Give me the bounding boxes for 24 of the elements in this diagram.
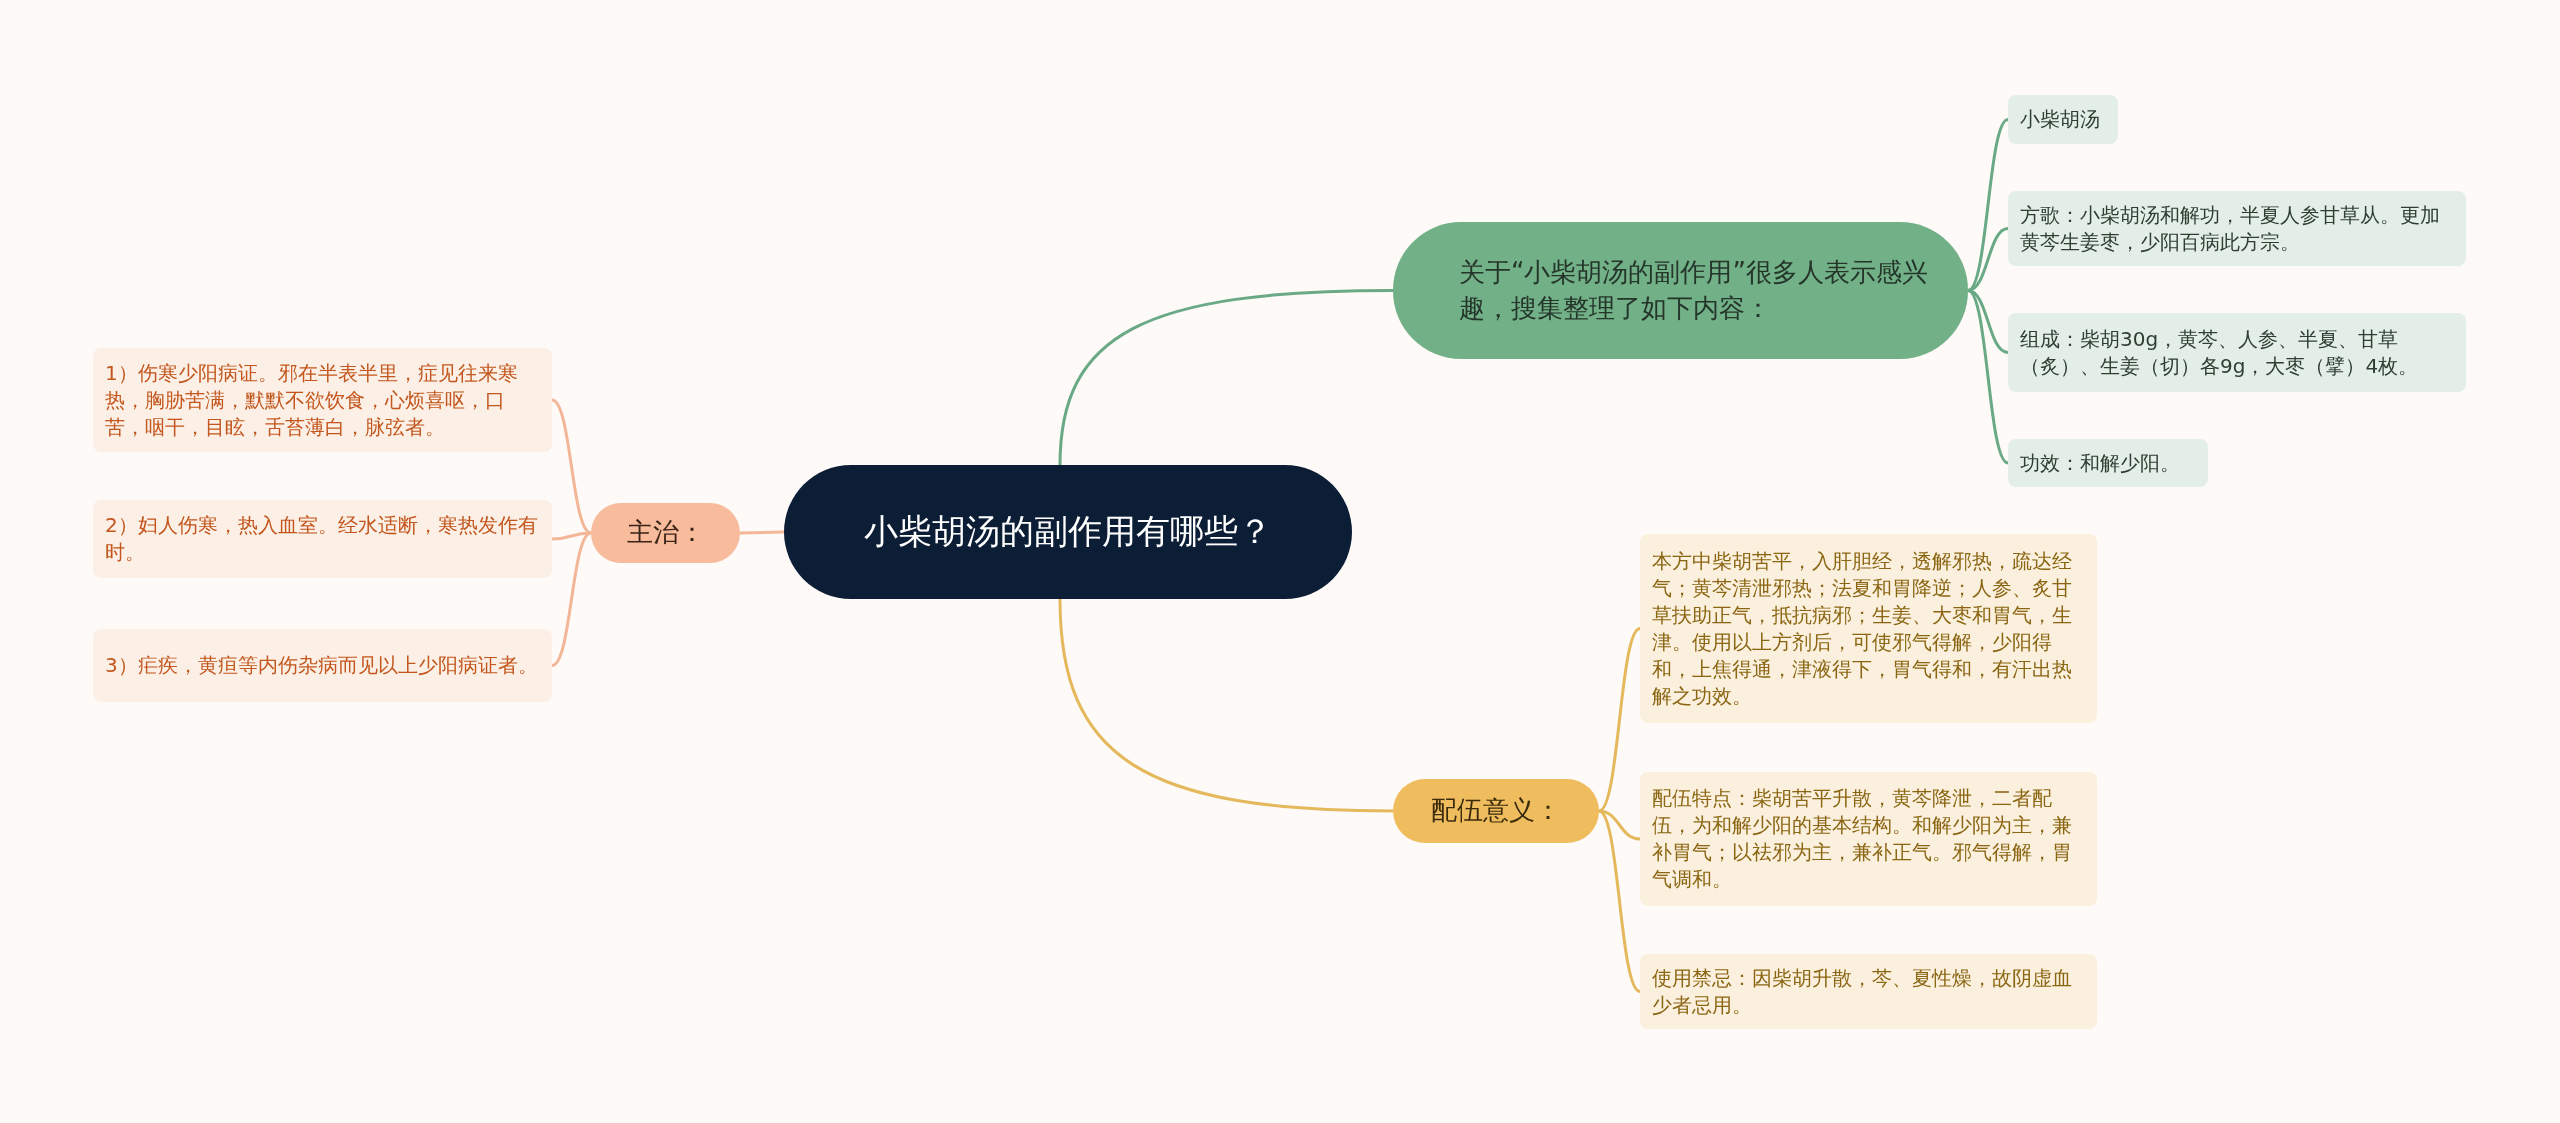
connector-line bbox=[1967, 118, 2009, 292]
connector-line bbox=[551, 531, 592, 667]
subtopic: 小柴胡汤 bbox=[2008, 95, 2118, 144]
subtopic: 方歌：小柴胡汤和解功，半夏人参甘草从。更加黄芩生姜枣，少阳百病此方宗。 bbox=[2008, 191, 2466, 266]
branch-topic: 主治： bbox=[591, 503, 740, 563]
branch-topic: 关于“小柴胡汤的副作用”很多人表示感兴趣，搜集整理了如下内容： bbox=[1393, 222, 1968, 359]
subtopic: 组成：柴胡30g，黄芩、人参、半夏、甘草（炙）、生姜（切）各9g，大枣（擘）4枚。 bbox=[2008, 313, 2466, 392]
connector-line bbox=[739, 530, 785, 535]
connector-line bbox=[1058, 598, 1394, 813]
subtopic: 2）妇人伤寒，热入血室。经水适断，寒热发作有时。 bbox=[93, 500, 552, 578]
subtopic: 3）疟疾，黄疸等内伤杂病而见以上少阳病证者。 bbox=[93, 629, 552, 702]
subtopic: 1）伤寒少阳病证。邪在半表半里，症见往来寒热，胸胁苦满，默默不欲饮食，心烦喜呕，口苦，咽干，目眩，舌苔薄白，脉弦者。 bbox=[93, 348, 552, 452]
connector-line bbox=[1598, 627, 1641, 813]
connector-line bbox=[1967, 289, 2009, 354]
subtopic: 使用禁忌：因柴胡升散，芩、夏性燥，故阴虚血少者忌用。 bbox=[1640, 954, 2097, 1029]
subtopic: 配伍特点：柴胡苦平升散，黄芩降泄，二者配伍，为和解少阳的基本结构。和解少阳为主，兼补胃气；以祛邪为主，兼补正气。邪气得解，胃气调和。 bbox=[1640, 772, 2097, 906]
connector-line bbox=[1598, 809, 1641, 993]
connector-line bbox=[551, 398, 592, 535]
subtopic: 本方中柴胡苦平，入肝胆经，透解邪热，疏达经气；黄芩清泄邪热；法夏和胃降逆；人参、炙甘草扶助正气，抵抗病邪；生姜、大枣和胃气，生津。使用以上方剂后，可使邪气得解，少阳得和，上焦得通，津液得下，胃气得和，有汗出热解之功效。 bbox=[1640, 534, 2097, 723]
connector-line bbox=[1967, 289, 2009, 465]
central-topic: 小柴胡汤的副作用有哪些？ bbox=[784, 465, 1352, 599]
subtopic: 功效：和解少阳。 bbox=[2008, 439, 2208, 487]
branch-topic: 配伍意义： bbox=[1393, 779, 1599, 843]
connector-line bbox=[1058, 289, 1394, 466]
